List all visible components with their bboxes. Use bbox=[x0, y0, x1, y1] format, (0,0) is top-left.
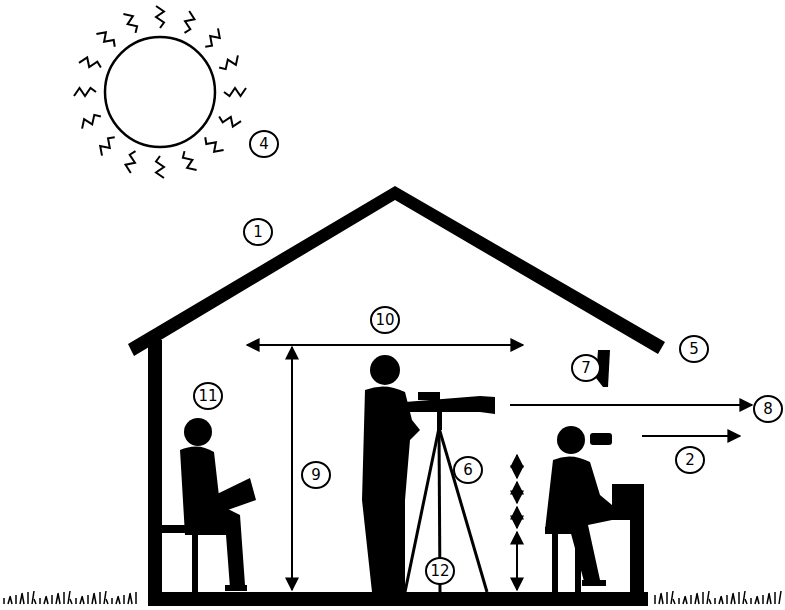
grass-blade bbox=[51, 595, 53, 604]
sun-ray bbox=[205, 28, 220, 46]
sun-ray bbox=[183, 151, 197, 170]
grass-blade bbox=[750, 598, 752, 604]
grass-blade bbox=[116, 597, 118, 604]
grass-blade bbox=[683, 597, 685, 604]
grass-blade bbox=[779, 591, 781, 604]
grass-blade bbox=[671, 591, 673, 604]
sun-ray bbox=[219, 116, 241, 126]
grass-blade bbox=[46, 596, 48, 604]
grass-blade bbox=[123, 595, 125, 604]
sun-ray bbox=[184, 11, 194, 33]
sun-ray bbox=[82, 115, 101, 129]
grass-blade bbox=[719, 597, 721, 604]
grass-blade bbox=[106, 599, 108, 604]
callout-number: 1 bbox=[243, 218, 273, 246]
grass-blade bbox=[654, 595, 656, 604]
grass-blade bbox=[44, 597, 46, 604]
grass-blade bbox=[87, 595, 89, 604]
grass-blade bbox=[99, 592, 101, 604]
grass-blade bbox=[104, 591, 106, 604]
callout-number: 2 bbox=[675, 446, 705, 474]
hide-building bbox=[128, 186, 665, 606]
sun-ray bbox=[205, 137, 223, 152]
grass-blade bbox=[94, 593, 96, 604]
sun-ray bbox=[100, 137, 115, 155]
sun-ray bbox=[224, 88, 246, 96]
sun-ray bbox=[96, 32, 114, 47]
grass-blade bbox=[721, 596, 723, 604]
callout-number: 11 bbox=[193, 382, 223, 410]
grass-blade bbox=[15, 595, 17, 604]
sun bbox=[74, 6, 246, 178]
callout-number: 9 bbox=[301, 461, 331, 489]
grass-blade bbox=[82, 596, 84, 604]
grass-blade bbox=[678, 598, 680, 604]
sun-ray bbox=[79, 58, 101, 68]
grass-blade bbox=[697, 593, 699, 604]
grass-blade bbox=[118, 596, 120, 604]
callout-number: 12 bbox=[425, 557, 455, 585]
grass-blade bbox=[707, 591, 709, 604]
grass-blade bbox=[745, 599, 747, 604]
grass-blade bbox=[714, 598, 716, 604]
grass-blade bbox=[111, 598, 113, 604]
grass-blade bbox=[70, 599, 72, 604]
callout-number: 6 bbox=[453, 456, 483, 484]
dimension-arrows bbox=[247, 345, 752, 590]
grass-blade bbox=[738, 592, 740, 604]
grass-blade bbox=[685, 596, 687, 604]
grass-blade bbox=[709, 599, 711, 604]
grass-blade bbox=[22, 593, 24, 604]
grass-blade bbox=[130, 593, 132, 604]
grass-blade bbox=[58, 593, 60, 604]
grass-blade bbox=[27, 592, 29, 604]
grass-blade bbox=[661, 593, 663, 604]
grass-blade bbox=[726, 595, 728, 604]
grass-blade bbox=[80, 597, 82, 604]
grass-blade bbox=[666, 592, 668, 604]
grass-blade bbox=[34, 599, 36, 604]
callout-number: 5 bbox=[679, 335, 709, 363]
grass-blade bbox=[757, 596, 759, 604]
sun-ray bbox=[156, 6, 164, 28]
sun-ray bbox=[126, 151, 136, 173]
grass-blade bbox=[769, 593, 771, 604]
grass-blade bbox=[755, 597, 757, 604]
standing-observer bbox=[362, 355, 495, 592]
grass-blade bbox=[3, 598, 5, 604]
callout-number: 4 bbox=[249, 130, 279, 158]
grass-blade bbox=[8, 597, 10, 604]
callout-number: 8 bbox=[753, 395, 783, 423]
grass-blade bbox=[39, 598, 41, 604]
grass-blade bbox=[673, 599, 675, 604]
grass-blade bbox=[702, 592, 704, 604]
grass-blade bbox=[75, 598, 77, 604]
sun-ray bbox=[156, 156, 164, 178]
grass-blade bbox=[743, 591, 745, 604]
grass-blade bbox=[733, 593, 735, 604]
seated-reader bbox=[160, 418, 256, 593]
grass-blade bbox=[135, 592, 137, 604]
grass-blade bbox=[68, 591, 70, 604]
grass-blade bbox=[10, 596, 12, 604]
grass bbox=[4, 591, 781, 604]
sun-ray bbox=[219, 55, 238, 69]
sun-ray bbox=[74, 88, 96, 96]
grass-blade bbox=[762, 595, 764, 604]
grass-blade bbox=[774, 592, 776, 604]
grass-blade bbox=[690, 595, 692, 604]
sun-ray bbox=[123, 14, 137, 33]
seated-observer bbox=[545, 426, 634, 592]
callout-number: 10 bbox=[370, 306, 400, 334]
grass-blade bbox=[63, 592, 65, 604]
grass-blade bbox=[32, 591, 34, 604]
callout-number: 7 bbox=[571, 354, 601, 382]
